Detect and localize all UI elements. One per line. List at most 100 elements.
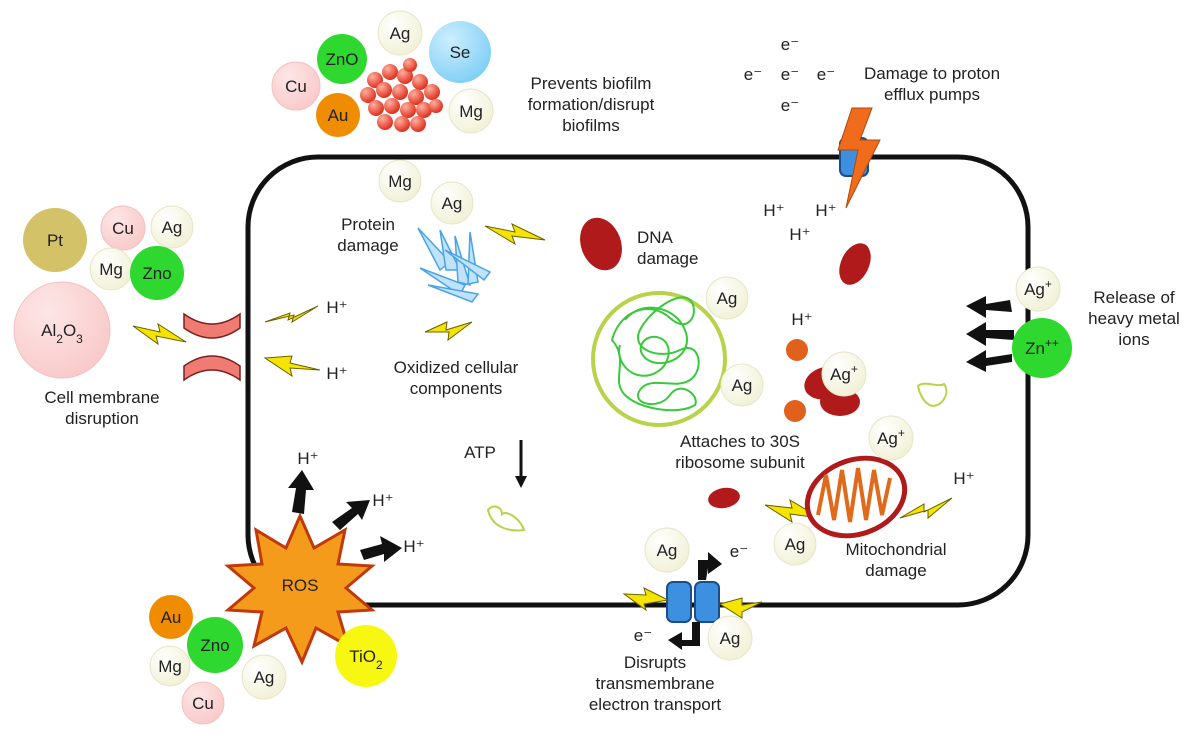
nanoparticle-se: Se: [429, 21, 491, 83]
nanoparticle-label: Cu: [285, 77, 307, 96]
nanoparticle-ag: Ag: [720, 363, 764, 407]
ion-label: H⁺: [372, 491, 393, 510]
lightning-icon: [424, 321, 473, 342]
nanoparticle-label: Mg: [99, 260, 123, 279]
ion-label: H⁺: [763, 201, 784, 220]
particle-dot: [784, 400, 806, 422]
nanoparticle-tio2: TiO2: [335, 625, 397, 687]
nanoparticle-label: Ag: [732, 376, 753, 395]
nanoparticle-ag: Ag: [150, 205, 194, 249]
arrow-icon: [288, 470, 314, 514]
nanoparticle-label: Ag: [785, 535, 806, 554]
nanoparticle-ag: Ag+: [868, 415, 914, 461]
nanoparticle-label: Mg: [388, 172, 412, 191]
ion-label: e⁻: [781, 35, 799, 54]
nanoparticle-label: Ag: [390, 24, 411, 43]
lightning-icon: [899, 497, 953, 520]
membrane-pore: [183, 312, 241, 382]
nanoparticle-label: TiO2: [349, 647, 383, 672]
nanoparticle-label: Zno: [142, 264, 171, 283]
ion-label: H⁺: [326, 364, 347, 383]
ion-label: H⁺: [953, 469, 974, 488]
nanoparticle-mg: Mg: [149, 645, 191, 687]
nanoparticle-label: Ag: [657, 541, 678, 560]
ribosome-squiggle: [486, 505, 526, 532]
ion-label: e⁻: [781, 96, 799, 115]
nanoparticle-label: Se: [450, 43, 471, 62]
nanoparticle-label: Pt: [47, 231, 63, 250]
nanoparticle-label: Zno: [200, 636, 229, 655]
dna-fragment: [839, 243, 871, 285]
nanoparticle-ag: Ag: [377, 10, 423, 56]
nanoparticle-cluster: [360, 58, 443, 132]
nanoparticle-label: Ag: [442, 194, 463, 213]
nanoparticle-ag: Ag: [241, 654, 287, 700]
ros-starburst: [224, 512, 376, 666]
ion-label: e⁻: [817, 65, 835, 84]
ion-label: e⁻: [744, 65, 762, 84]
nanoparticle-zno: Zno: [130, 246, 184, 300]
nanoparticle-zno: Zno: [187, 617, 243, 673]
damaged-protein: [417, 227, 492, 303]
nanoparticle-label: Ag+: [877, 426, 905, 448]
nanoparticle-ag: Ag+: [821, 351, 867, 397]
ion-label: H⁺: [791, 310, 812, 329]
nanoparticle-label: Au: [161, 608, 182, 627]
nanoparticle-ag: Ag: [707, 615, 753, 661]
diagram-label: ROS: [282, 576, 319, 595]
nanoparticle-pt: Pt: [23, 208, 87, 272]
ribosome-squiggle: [916, 382, 948, 408]
arrow-icon: [966, 322, 1014, 346]
nanoparticle-label: Ag: [720, 629, 741, 648]
ion-label: e⁻: [781, 65, 799, 84]
ion-label: H⁺: [326, 298, 347, 317]
arrow-icon: [360, 536, 402, 562]
nanoparticle-label: Ag: [162, 218, 183, 237]
nanoparticle-label: Ag: [254, 668, 275, 687]
proton-efflux-pump: [837, 107, 881, 209]
nanoparticle-label: Zn++: [1025, 336, 1059, 358]
nanoparticle-mg: Mg: [378, 159, 422, 203]
dna-fragment: [580, 217, 622, 271]
lightning-icon: [263, 355, 321, 378]
nanoparticle-zn: Zn++: [1012, 318, 1072, 378]
nanoparticle-label: Al2O3: [41, 321, 83, 346]
nanoparticle-zno: ZnO: [317, 34, 367, 84]
nanoparticle-label: ZnO: [325, 50, 358, 69]
nanoparticle-al2o3: Al2O3: [13, 281, 111, 379]
nanoparticle-ag: Ag: [430, 181, 474, 225]
nanoparticle-ag: Ag+: [1015, 266, 1061, 312]
diagram-label: ATP: [464, 443, 496, 462]
nanoparticle-cu: Cu: [100, 205, 146, 251]
arrow-icon: [966, 350, 1012, 372]
nanoparticle-ag: Ag: [644, 527, 690, 573]
nanoparticle-ag: Ag: [773, 522, 817, 566]
arrow-icon: [698, 552, 722, 580]
nanoparticle-cu: Cu: [271, 61, 321, 111]
dna-fragment: [708, 487, 740, 509]
ion-label: H⁺: [815, 201, 836, 220]
nanoparticle-label: Mg: [459, 102, 483, 121]
nanoparticle-mg: Mg: [448, 88, 494, 134]
arrow-icon: [332, 500, 370, 530]
particle-dot: [786, 339, 808, 361]
ion-label: H⁺: [403, 537, 424, 556]
transmembrane-transporter: [666, 581, 720, 623]
nanoparticle-label: Ag+: [830, 362, 858, 384]
lightning-icon: [484, 223, 546, 246]
nanoparticle-label: Au: [328, 106, 349, 125]
lightning-icon: [622, 587, 670, 612]
nucleoid: [591, 291, 727, 427]
nanoparticle-label: Ag: [717, 289, 738, 308]
mitochondrion: [804, 455, 908, 539]
